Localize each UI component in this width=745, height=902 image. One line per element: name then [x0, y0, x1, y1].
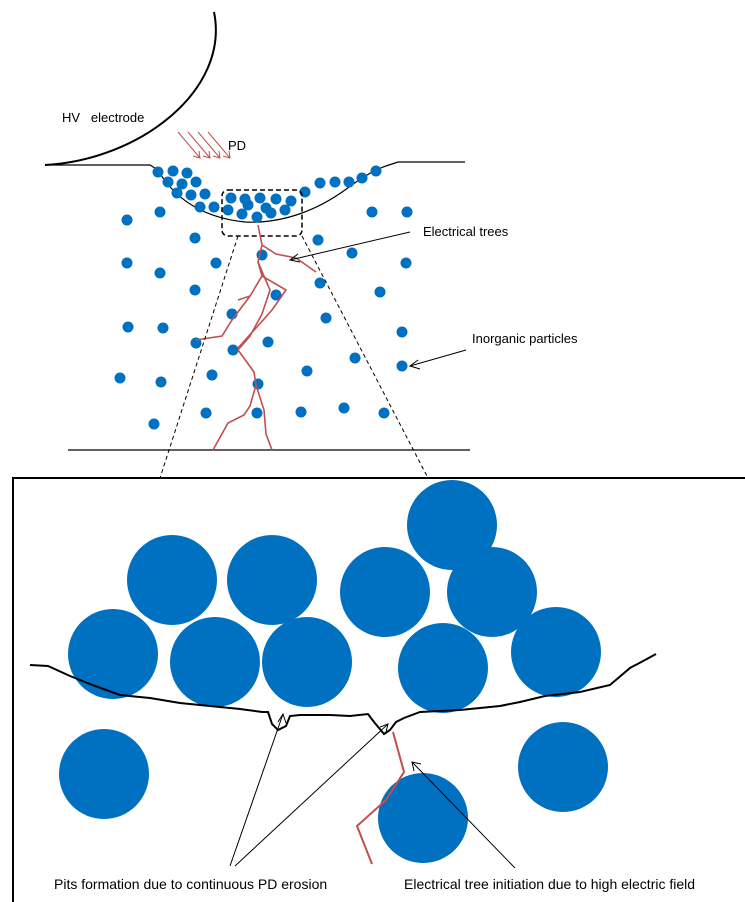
tree-initiation-path	[355, 731, 406, 865]
particle	[127, 535, 217, 625]
callout-arrows	[288, 231, 467, 370]
particle	[59, 729, 149, 819]
pd-arrows	[177, 131, 231, 159]
electrical-trees-label: Electrical trees	[423, 224, 509, 239]
pits-formation-label: Pits formation due to continuous PD eros…	[54, 876, 327, 892]
particle	[68, 609, 158, 699]
particle	[262, 617, 352, 707]
particle	[227, 535, 317, 625]
particle	[378, 773, 468, 863]
pit-particles	[152, 165, 382, 223]
zoomed-callout-arrows	[229, 712, 516, 869]
inorganic-particles-label: Inorganic particles	[472, 331, 578, 346]
particle	[340, 547, 430, 637]
zoom-projection-lines	[159, 235, 429, 479]
hv-electrode-curve	[44, 11, 217, 166]
particle	[518, 722, 608, 812]
particle	[407, 480, 497, 570]
particle	[398, 623, 488, 713]
particle	[170, 617, 260, 707]
particle	[447, 547, 537, 637]
tree-initiation-label: Electrical tree initiation due to high e…	[404, 876, 695, 892]
eroded-surface-line	[29, 653, 657, 736]
zoomed-detail-section: Pits formation due to continuous PD eros…	[12, 477, 745, 902]
overview-section: HV electrode PD Electrical trees Inorgan…	[44, 11, 578, 479]
pd-label: PD	[228, 138, 246, 153]
hv-electrode-label: HV electrode	[62, 110, 144, 125]
particle	[511, 607, 601, 697]
zoomed-particles	[59, 480, 608, 863]
zoom-box	[221, 189, 303, 237]
zoom-frame	[12, 477, 745, 902]
bulk-particles	[114, 206, 413, 430]
electrical-tree-paths	[195, 224, 317, 451]
